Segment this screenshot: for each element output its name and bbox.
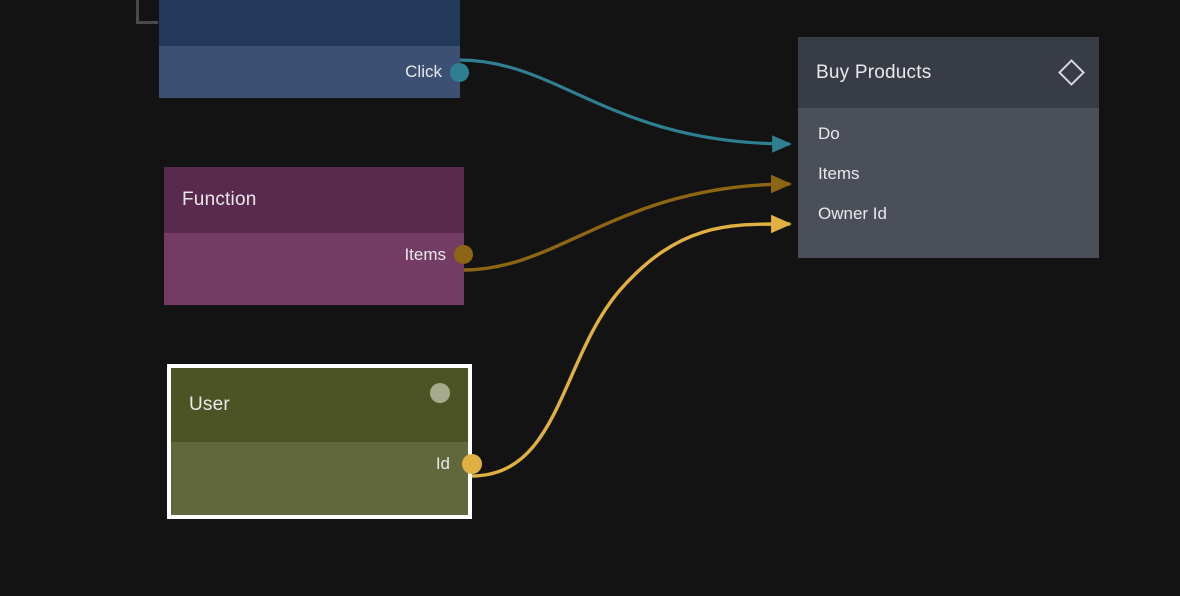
node-buy-products-header[interactable]: Buy Products bbox=[798, 37, 1099, 108]
port-row-id-out[interactable]: Id bbox=[171, 442, 482, 486]
edge-id-to-owner-id bbox=[470, 214, 793, 478]
node-function-body: Items bbox=[164, 233, 473, 305]
edge-items-to-items bbox=[463, 174, 793, 272]
port-label-owner-id: Owner Id bbox=[818, 204, 887, 223]
node-event-body: Click bbox=[159, 46, 469, 98]
node-event[interactable]: Click bbox=[159, 0, 469, 98]
port-row-items-out[interactable]: Items bbox=[164, 233, 473, 276]
port-label-items-in: Items bbox=[818, 164, 860, 183]
port-label-click: Click bbox=[405, 62, 442, 81]
node-buy-products-title: Buy Products bbox=[816, 61, 932, 83]
node-user-title: User bbox=[189, 394, 230, 415]
node-buy-products-body: Do Items Owner Id bbox=[798, 108, 1099, 258]
record-badge-icon bbox=[430, 383, 450, 403]
port-label-items-out: Items bbox=[404, 244, 446, 264]
node-user[interactable]: User Id bbox=[167, 364, 482, 519]
port-row-items-in[interactable]: Items bbox=[798, 154, 1099, 194]
node-user-body: Id bbox=[171, 442, 482, 515]
selection-bracket-marker bbox=[136, 0, 158, 24]
edge-click-to-do bbox=[458, 58, 792, 153]
node-function-header[interactable]: Function bbox=[164, 167, 464, 233]
port-row-click[interactable]: Click bbox=[159, 46, 469, 98]
id-out-port[interactable] bbox=[462, 454, 482, 474]
node-function[interactable]: Function Items bbox=[164, 167, 473, 305]
node-buy-products[interactable]: Buy Products Do Items Owner Id bbox=[798, 37, 1099, 258]
port-label-id-out: Id bbox=[435, 454, 450, 473]
node-event-header[interactable] bbox=[159, 0, 460, 46]
port-row-owner-id[interactable]: Owner Id bbox=[798, 194, 1099, 234]
node-user-header[interactable]: User bbox=[171, 368, 468, 442]
exec-out-port[interactable] bbox=[450, 63, 469, 82]
port-label-do: Do bbox=[818, 124, 840, 143]
items-out-port[interactable] bbox=[454, 245, 473, 264]
node-function-title: Function bbox=[182, 189, 257, 210]
diamond-icon bbox=[1058, 59, 1085, 86]
port-row-do[interactable]: Do bbox=[798, 114, 1099, 154]
